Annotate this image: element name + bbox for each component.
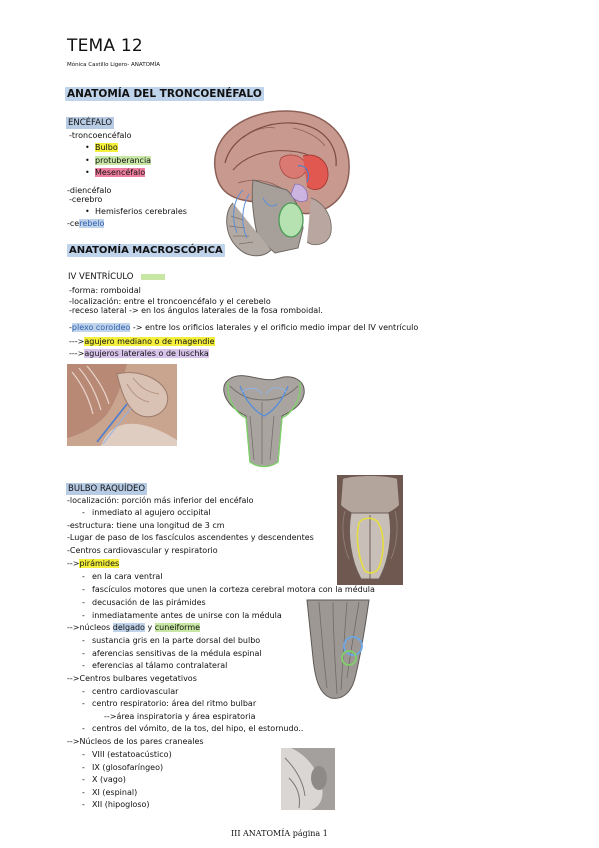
text-piramides: -->pirámides (67, 559, 120, 569)
brainstem-dorsal-image (220, 372, 308, 468)
brain-sagittal-image (203, 108, 353, 260)
text-bulbo-estructura: -estructura: tiene una longitud de 3 cm (67, 521, 225, 530)
hl-cerebelo: rebelo (79, 219, 105, 228)
nucleos-prefix: -->núcleos (67, 623, 113, 632)
text-bulbo-occipital: inmediato al agujero occipital (82, 508, 211, 518)
bullet-hemisferios: Hemisferios cerebrales (85, 207, 187, 217)
cerebelo-prefix: -ce (67, 219, 80, 228)
text-nucleos: -->núcleos delgado y cuneiforme (67, 623, 201, 633)
hl-bulbo: Bulbo (95, 143, 118, 152)
par-item: XI (espinal) (82, 788, 137, 798)
bullet-protuberancia: protuberancia (85, 156, 152, 166)
par-item: XII (hipogloso) (82, 800, 149, 810)
bullet-mesencefalo: Mesencéfalo (85, 168, 146, 178)
cerebellum-section-image (67, 364, 177, 446)
text-cerebelo: -cerebelo (67, 219, 105, 229)
plexo-prefix: - (69, 323, 72, 332)
par-item: X (vago) (82, 775, 126, 785)
page-footer: III ANATOMÍA página 1 (231, 829, 328, 838)
text-pares-craneales: -->Núcleos de los pares craneales (67, 737, 204, 746)
text-localizacion: -localización: entre el troncoencéfalo y… (69, 297, 271, 306)
par-item: VIII (estatoacústico) (82, 750, 172, 760)
par-item: IX (glosofaríngeo) (82, 763, 163, 773)
text-magendie: --->agujero mediano o de magendie (69, 337, 215, 347)
centros-item: centro cardiovascular (82, 687, 178, 697)
text-forma: -forma: romboidal (69, 286, 141, 295)
hl-protuberancia: protuberancia (95, 156, 152, 165)
centros-item: centros del vómito, de la tos, del hipo,… (82, 724, 303, 734)
piramides-item: decusación de las pirámides (82, 598, 206, 608)
subheading-iv-ventriculo: IV VENTRÍCULO (66, 271, 167, 283)
text-diencefalo: -diencéfalo (67, 186, 112, 195)
text-receso: -receso lateral -> en los ángulos latera… (69, 306, 323, 315)
subheading-encefalo: ENCÉFALO (66, 117, 115, 129)
luschka-prefix: ---> (69, 349, 85, 358)
centros-item: centro respiratorio: área del ritmo bulb… (82, 699, 256, 709)
hl-delgado: delgado (112, 623, 145, 632)
magendie-prefix: ---> (69, 337, 85, 346)
hl-plexo: plexo coroideo (71, 323, 131, 332)
green-marker (141, 273, 166, 280)
text-luschka: --->agujeros laterales o de luschka (69, 349, 209, 359)
text-bulbo-centros: -Centros cardiovascular y respiratorio (67, 546, 218, 555)
section-heading-troncoencefalo: ANATOMÍA DEL TRONCOENÉFALO (65, 87, 264, 101)
text-bulbo-paso: -Lugar de paso de los fascículos ascende… (67, 533, 314, 542)
text-cerebro: -cerebro (69, 195, 103, 204)
piramides-item: inmediatamente antes de unirse con la mé… (82, 611, 282, 621)
text-troncoencefalo: -troncoencéfalo (69, 131, 132, 140)
piramides-item: en la cara ventral (82, 572, 162, 582)
nucleos-item: aferencias sensitivas de la médula espin… (82, 649, 262, 659)
text-centros-bulbares: -->Centros bulbares vegetativos (67, 674, 197, 683)
subheading-bulbo-raquideo: BULBO RAQUÍDEO (66, 483, 148, 495)
cranial-nerves-image (281, 748, 335, 810)
text-bulbo-localizacion: -localización: porción más inferior del … (67, 496, 254, 505)
hl-luschka: agujeros laterales o de luschka (84, 349, 209, 358)
hl-magendie: agujero mediano o de magendie (84, 337, 215, 346)
section-heading-macroscopica: ANATOMÍA MACROSCÓPICA (67, 244, 225, 257)
bulbo-dorsal-image (305, 598, 373, 702)
author-line: Mónica Castillo Ligero- ANATOMÍA (67, 62, 161, 68)
nucleos-y: y (144, 623, 155, 632)
page-title: TEMA 12 (67, 36, 143, 56)
text-plexo: -plexo coroideo -> entre los orificios l… (69, 323, 418, 333)
piramides-item: fascículos motores que unen la corteza c… (82, 585, 375, 595)
nucleos-item: sustancia gris en la parte dorsal del bu… (82, 636, 260, 646)
nucleos-item: eferencias al tálamo contralateral (82, 661, 227, 671)
piramides-prefix: --> (67, 559, 80, 568)
plexo-rest: -> entre los orificios laterales y el or… (130, 323, 419, 332)
hl-piramides: pirámides (79, 559, 120, 568)
hl-cuneiforme: cuneiforme (154, 623, 201, 632)
iv-ventriculo-label: IV VENTRÍCULO (68, 272, 134, 282)
bullet-bulbo: Bulbo (85, 143, 118, 153)
bulbo-ventral-image (337, 475, 403, 585)
hl-mesencefalo: Mesencéfalo (95, 168, 146, 177)
centros-subitem: -->área inspiratoria y área espiratoria (104, 712, 256, 721)
